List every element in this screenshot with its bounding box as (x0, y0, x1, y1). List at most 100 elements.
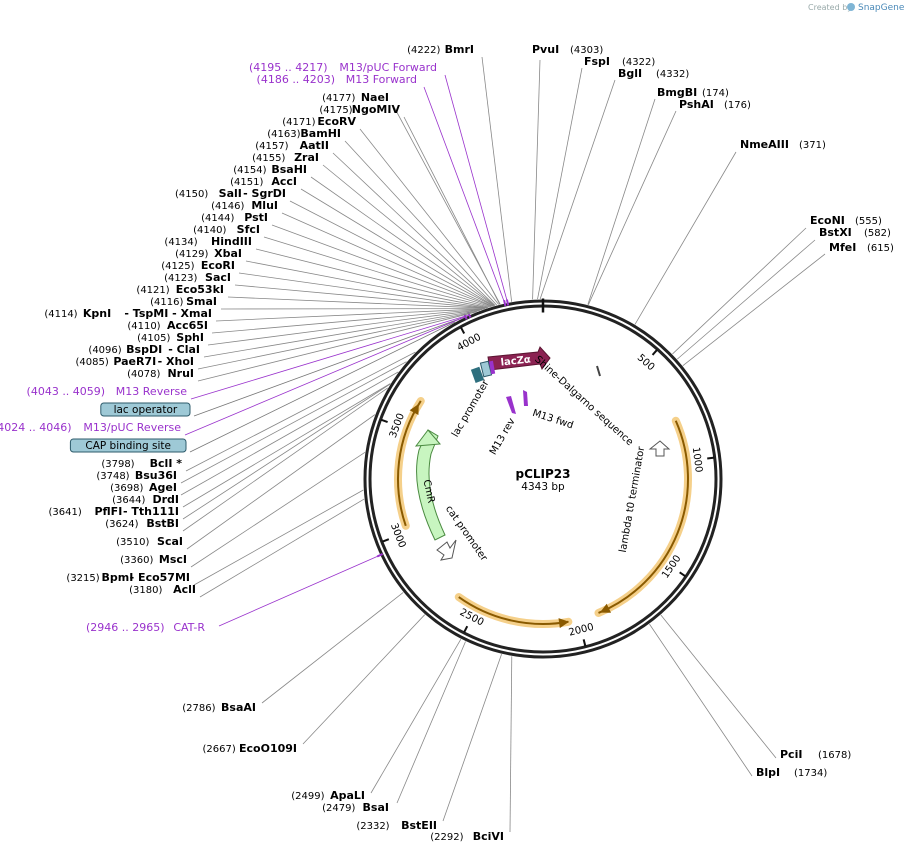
site-label-mlui[interactable]: MluI(4146) (211, 199, 278, 212)
label-position: (582) (864, 228, 891, 239)
site-label-msci[interactable]: MscI(3360) (120, 553, 187, 566)
site-label-econi[interactable]: EcoNI(555) (810, 214, 882, 227)
label-name: BlpI (756, 766, 780, 779)
site-label-naei[interactable]: NaeI(4177) (322, 91, 389, 104)
site-label-agei[interactable]: AgeI(3698) (110, 481, 177, 494)
label-extra: - ClaI (168, 343, 200, 356)
site-label-m13-forward[interactable]: M13 Forward(4186 .. 4203) (257, 73, 417, 86)
site-label-lac-operator[interactable]: lac operator (100, 402, 191, 417)
site-label-acc65i[interactable]: Acc65I(4110) (127, 319, 208, 332)
site-label-eco53ki[interactable]: Eco53kI(4121) (136, 283, 224, 296)
site-label-fspi[interactable]: FspI(4322) (584, 55, 655, 68)
site-label-m13-puc-forward[interactable]: M13/pUC Forward(4195 .. 4217) (249, 61, 437, 74)
site-label-bmgbi[interactable]: BmgBI(174) (657, 86, 729, 99)
site-label-bgli[interactable]: BglI(4332) (618, 67, 689, 80)
label-position: (3624) (105, 519, 138, 530)
leader-line (332, 152, 496, 306)
site-label-cat-r[interactable]: CAT-R(2946 .. 2965) (86, 621, 205, 634)
site-label-xbai[interactable]: XbaI(4129) (175, 247, 242, 260)
label-position: (4171) (282, 117, 315, 128)
site-label-bspdi[interactable]: BspDI- ClaI(4096) (88, 343, 200, 356)
leader-line (634, 151, 737, 325)
site-label-bstxi[interactable]: BstXI(582) (819, 226, 891, 239)
leader-line (227, 296, 487, 309)
site-label-pcii[interactable]: PciI(1678) (780, 748, 851, 761)
label-name: BspDI (126, 343, 162, 356)
site-label-acci[interactable]: AccI(4151) (230, 175, 297, 188)
site-label-bstbi[interactable]: BstBI(3624) (105, 517, 179, 530)
site-label-bpmi[interactable]: BpmI- Eco57MI(3215) (66, 571, 190, 584)
tick-mark (707, 456, 715, 460)
site-label-ngomiv[interactable]: NgoMIV(4175) (319, 103, 400, 116)
label-name: PstI (244, 211, 268, 224)
site-label-smai[interactable]: SmaI(4116) (150, 295, 217, 308)
site-label-hindiii[interactable]: HindIII(4134) (164, 235, 252, 248)
site-label-pflfi[interactable]: PflFI- Tth111I(3641) (49, 505, 179, 518)
leader-line (189, 321, 456, 453)
label-name: NruI (167, 367, 194, 380)
site-label-bsu36i[interactable]: Bsu36I(3748) (96, 469, 177, 482)
site-label-aatii[interactable]: AatII(4157) (255, 139, 329, 152)
site-label-ecori[interactable]: EcoRI(4125) (161, 259, 235, 272)
site-label-pvui[interactable]: PvuI(4303) (532, 43, 603, 56)
site-label-nrui[interactable]: NruI(4078) (127, 367, 194, 380)
site-label-blpi[interactable]: BlpI(1734) (756, 766, 827, 779)
site-label-sphi[interactable]: SphI(4105) (137, 331, 204, 344)
label-name: ZraI (294, 151, 319, 164)
cmr-feature[interactable]: CmR (414, 429, 446, 541)
m13-rev-feature[interactable]: M13 rev (488, 396, 518, 457)
site-label-ecorv[interactable]: EcoRV(4171) (282, 115, 356, 128)
label-position: (4105) (137, 333, 170, 344)
site-label-acli[interactable]: AclI(3180) (129, 583, 196, 596)
arc-arrowhead (558, 618, 570, 629)
lac-promoter-feature[interactable] (470, 360, 496, 383)
site-label-m13-reverse[interactable]: M13 Reverse(4043 .. 4059) (27, 385, 188, 398)
site-label-bsteii[interactable]: BstEII(2332) (356, 819, 437, 832)
site-label-cap-binding-site[interactable]: CAP binding site (69, 438, 187, 453)
label-name: AclI (173, 583, 196, 596)
leader-line (539, 79, 616, 300)
site-label-bsahi[interactable]: BsaHI(4154) (233, 163, 307, 176)
site-label-bamhi[interactable]: BamHI(4163) (267, 127, 341, 140)
tick-mark (380, 418, 388, 424)
lambda-t0-terminator-feature[interactable]: lambda t0 terminator (618, 440, 671, 553)
leader-line (403, 116, 501, 305)
site-label-saci[interactable]: SacI(4123) (164, 271, 231, 284)
site-label-mfei[interactable]: MfeI(615) (829, 241, 894, 254)
label-name: SalI (219, 187, 242, 200)
m13-fwd-feature[interactable]: M13 fwd (523, 390, 575, 431)
site-label-drdi[interactable]: DrdI(3644) (112, 493, 179, 506)
label-name: PflFI (94, 505, 122, 518)
site-labels: BmrI(4222)M13/pUC Forward(4195 .. 4217)M… (0, 43, 894, 843)
site-label-apali[interactable]: ApaLI(2499) (291, 789, 365, 802)
site-label-bsaai[interactable]: BsaAI(2786) (182, 701, 256, 714)
site-label-bsai[interactable]: BsaI(2479) (322, 801, 389, 814)
site-label-bmri[interactable]: BmrI(4222) (407, 43, 474, 56)
site-label-scai[interactable]: ScaI(3510) (116, 535, 183, 548)
site-label-kpni[interactable]: KpnI- TspMI - XmaI(4114) (44, 307, 212, 320)
label-position: (4151) (230, 177, 263, 188)
lacz-alpha-feature[interactable]: lacZα (487, 346, 551, 371)
plasmid-name: pCLIP23 (515, 467, 570, 481)
site-label-m13-puc-reverse[interactable]: M13/pUC Reverse(4024 .. 4046) (0, 421, 181, 434)
site-label-bcivi[interactable]: BciVI(2292) (430, 830, 504, 843)
site-label-bcli[interactable]: BclI *(3798) (101, 457, 182, 470)
site-label-nmeaiii[interactable]: NmeAIII(371) (740, 138, 826, 151)
site-label-psti[interactable]: PstI (4144) (201, 211, 268, 224)
shine-dalgarno-feature[interactable]: Shine-Dalgarno sequence (532, 354, 635, 448)
site-label-pshai[interactable]: PshAI(176) (679, 98, 751, 111)
label-position: (4144) (201, 213, 234, 224)
leader-line (509, 656, 513, 833)
leader-line (184, 316, 466, 436)
site-label-ecoo109i[interactable]: EcoO109I(2667) (203, 742, 297, 755)
site-label-zrai[interactable]: ZraI(4155) (252, 151, 319, 164)
label-position: (4195 .. 4217) (249, 61, 328, 74)
label-name: EcoRV (317, 115, 356, 128)
label-name: BmrI (445, 43, 474, 56)
site-label-sali[interactable]: SalI- SgrDI(4150) (175, 187, 286, 200)
label-name: PshAI (679, 98, 714, 111)
label-position: (2667) (203, 744, 236, 755)
label-position: (4146) (211, 201, 244, 212)
site-label-paer7i[interactable]: PaeR7I- XhoI(4085) (76, 355, 194, 368)
site-label-sfci[interactable]: SfcI(4140) (193, 223, 260, 236)
